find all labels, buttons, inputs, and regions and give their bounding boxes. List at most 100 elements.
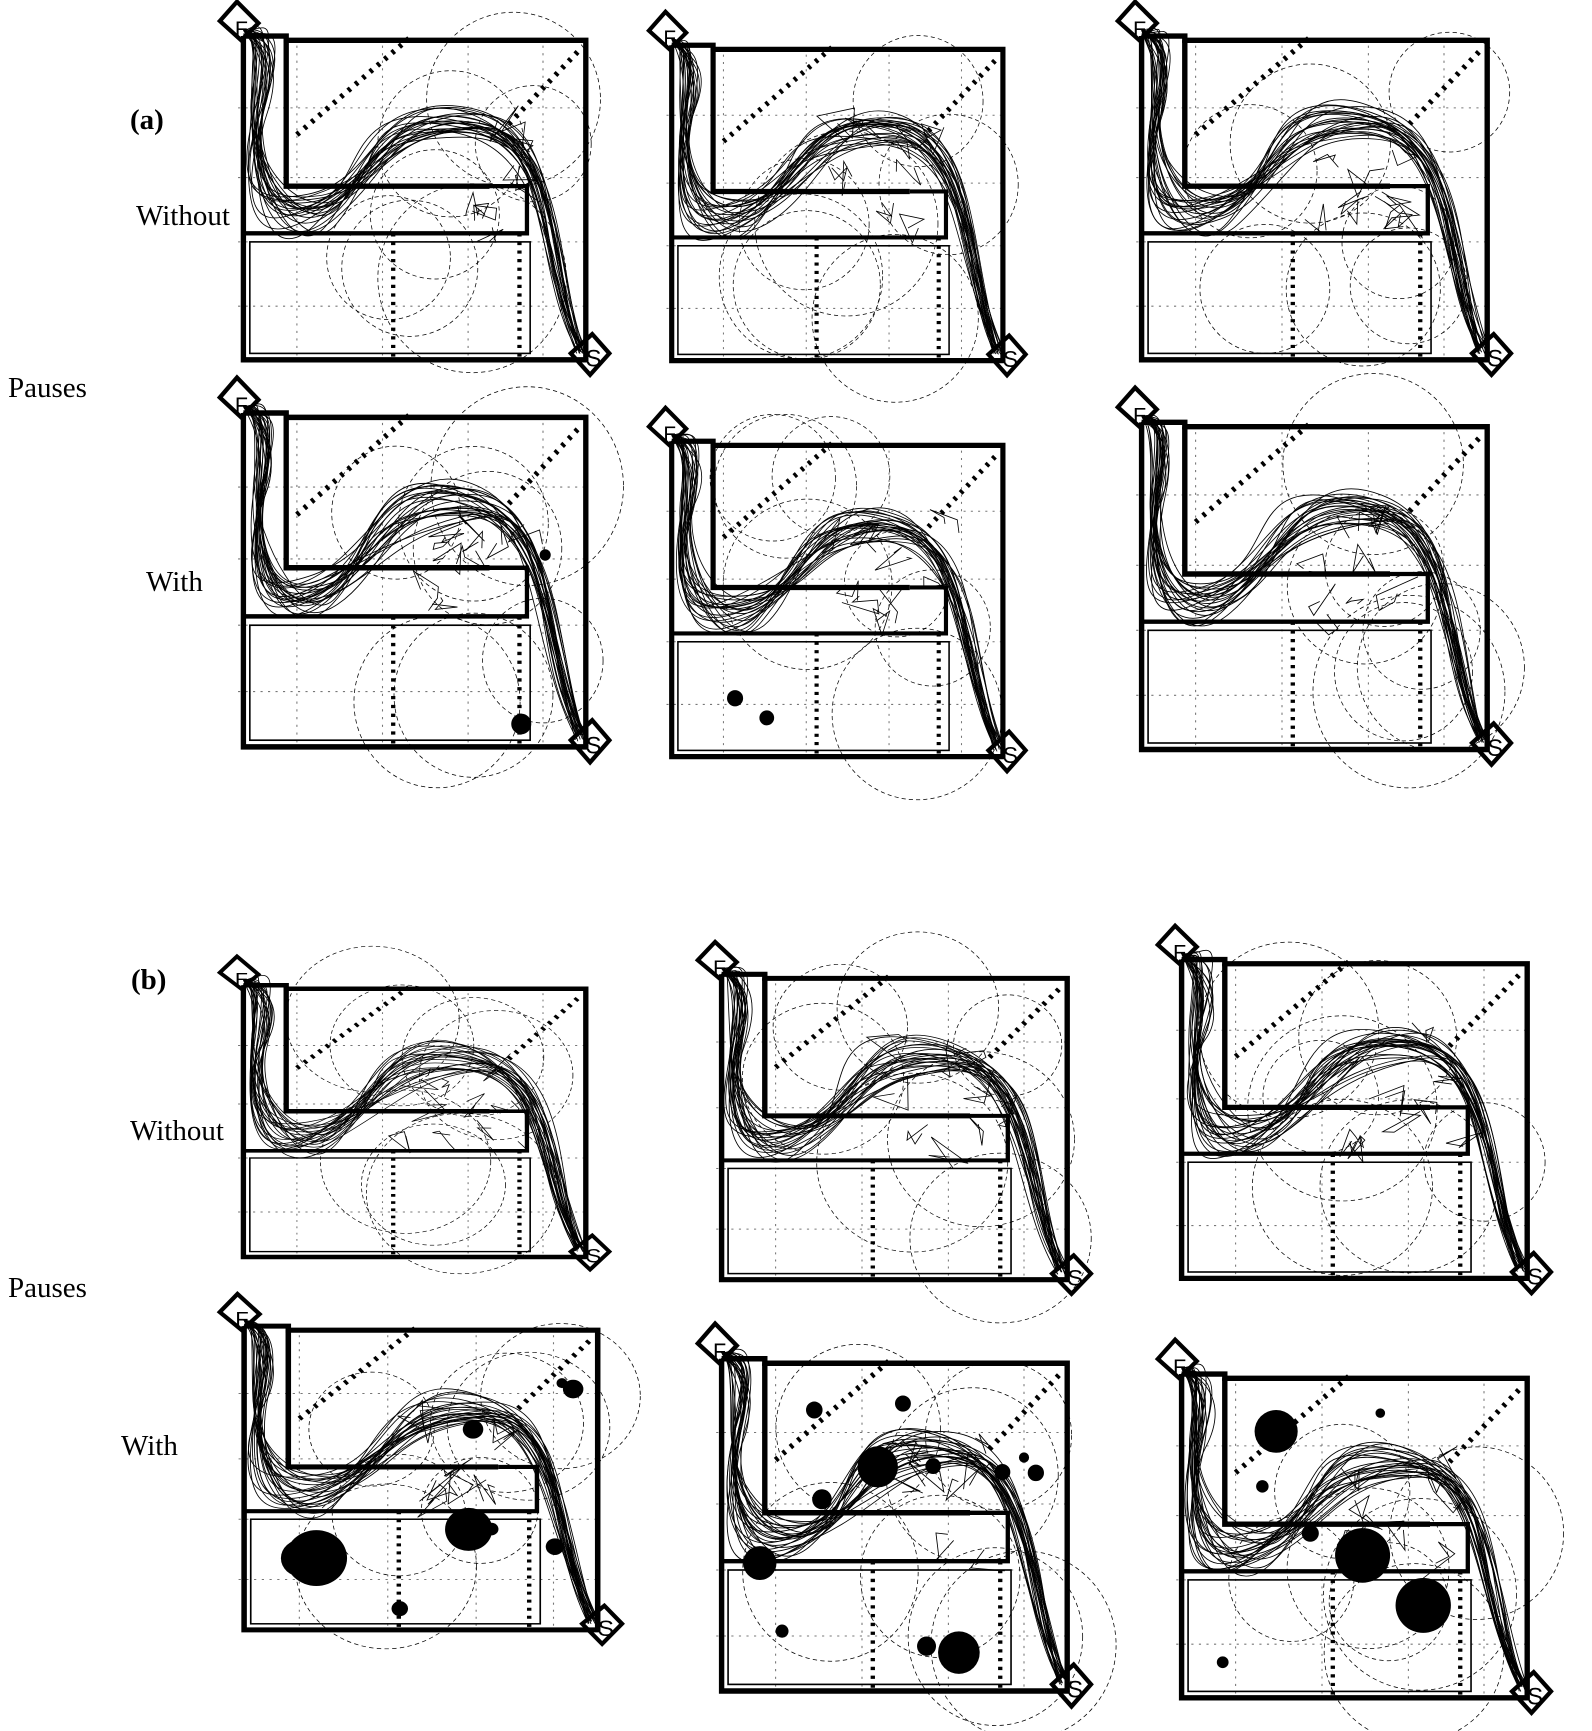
trajectory-scribble xyxy=(1349,1137,1363,1162)
finish-letter: F xyxy=(713,1339,726,1364)
trajectory-scribble xyxy=(1309,584,1336,615)
pause-marker xyxy=(812,1489,832,1509)
row-a-with-label: With xyxy=(146,568,203,597)
trajectory-scribble xyxy=(412,1089,448,1121)
start-letter: S xyxy=(598,1616,614,1641)
pause-marker xyxy=(1256,1480,1269,1492)
trajectory-scribble xyxy=(433,529,461,549)
outer-wall xyxy=(722,1359,1068,1691)
finish-letter: F xyxy=(1173,941,1186,965)
diagonal-dashed-wall xyxy=(928,454,997,527)
diagonal-dashed-wall xyxy=(1409,49,1481,124)
trajectory-scribble xyxy=(1297,554,1326,574)
lower-room-outline xyxy=(1148,630,1431,743)
diagonal-dashed-wall xyxy=(297,415,409,515)
panel-a-with-2: FS xyxy=(651,412,1065,788)
trajectory-scribble xyxy=(935,1533,953,1561)
trajectory-scribble xyxy=(837,581,859,601)
trajectory-scribble xyxy=(946,1469,979,1500)
range-circle xyxy=(354,616,520,788)
pause-marker xyxy=(1376,1408,1386,1418)
finish-letter: F xyxy=(235,393,248,418)
trajectory-scribble xyxy=(1382,192,1420,229)
section-b-label: (b) xyxy=(131,966,166,995)
pause-marker xyxy=(743,1546,776,1580)
pause-marker xyxy=(463,1420,484,1439)
panel-b-without-3: FS xyxy=(1160,930,1592,1310)
pause-marker xyxy=(917,1636,936,1655)
pause-marker xyxy=(759,710,774,725)
pause-marker xyxy=(925,1458,941,1474)
group-a-pauses-label: Pauses xyxy=(8,374,87,403)
pause-marker xyxy=(563,1380,584,1399)
lower-room-outline xyxy=(728,1168,1011,1273)
row-a-without-label: Without xyxy=(136,202,230,231)
pause-markers xyxy=(511,549,550,734)
finish-letter: F xyxy=(1173,1355,1186,1379)
pause-marker xyxy=(1019,1452,1029,1462)
start-letter: S xyxy=(1003,346,1018,372)
range-circles xyxy=(719,35,1018,402)
range-circle xyxy=(327,196,451,320)
trajectory-scribble xyxy=(1313,154,1338,167)
range-circle xyxy=(719,194,882,359)
start-letter: S xyxy=(1003,742,1018,768)
start-letter: S xyxy=(1487,346,1503,372)
range-circle xyxy=(812,234,978,402)
trajectories xyxy=(243,26,585,354)
section-a-label: (a) xyxy=(130,106,164,135)
pause-markers xyxy=(727,690,774,725)
panel-b-with-3: FS xyxy=(1160,1344,1592,1730)
range-circle xyxy=(860,1495,1019,1657)
trajectory-scribble xyxy=(1353,544,1375,572)
panel-a-without-3: FS xyxy=(1120,6,1552,392)
row-b-without-label: Without xyxy=(130,1117,224,1146)
diagonal-dashed-wall xyxy=(518,1338,592,1408)
pause-marker xyxy=(727,690,743,706)
pause-marker xyxy=(994,1464,1010,1480)
trajectories xyxy=(243,404,585,741)
pause-markers xyxy=(1217,1408,1451,1668)
pause-marker xyxy=(392,1601,408,1616)
trajectory-scribble xyxy=(884,140,910,159)
range-circle xyxy=(837,932,999,1083)
trajectory-scribble xyxy=(462,532,482,552)
trajectory-path xyxy=(1142,416,1487,740)
panel-a-with-1: FS xyxy=(222,382,650,780)
start-letter: S xyxy=(1067,1676,1083,1703)
trajectory-scribble xyxy=(1419,1542,1455,1582)
trajectory-scribble xyxy=(929,1137,968,1168)
pause-marker xyxy=(511,714,531,735)
trajectory-scribble xyxy=(1348,169,1384,197)
diagonal-dashed-wall xyxy=(928,58,997,131)
trajectory-scribble xyxy=(1383,1111,1421,1132)
row-b-with-label: With xyxy=(121,1432,178,1461)
lower-room-outline xyxy=(1188,1162,1471,1272)
finish-letter: F xyxy=(235,17,248,41)
diagonal-dashed-wall xyxy=(1196,425,1309,523)
diagonal-dashed-wall xyxy=(297,987,409,1068)
pause-marker xyxy=(895,1395,911,1411)
trajectory-scribble xyxy=(441,1079,449,1097)
range-circle xyxy=(481,1324,641,1469)
pause-marker xyxy=(1217,1656,1229,1668)
diagonal-dashed-wall xyxy=(989,986,1061,1057)
diagonal-dashed-wall xyxy=(1236,962,1349,1057)
pause-marker xyxy=(546,1538,564,1555)
trajectory-path xyxy=(1182,1368,1527,1687)
start-letter: S xyxy=(1527,1264,1543,1290)
trajectory-scribble xyxy=(474,1475,496,1505)
pause-marker xyxy=(1028,1465,1044,1482)
range-circle xyxy=(954,995,1062,1096)
trajectory-path xyxy=(672,435,994,746)
trajectories xyxy=(672,39,1003,355)
diagonal-dashed-wall xyxy=(509,996,581,1059)
inner-room-wall xyxy=(1182,1107,1468,1153)
diagonal-dashed-wall xyxy=(776,976,889,1067)
start-letter: S xyxy=(1527,1684,1543,1710)
trajectory-path xyxy=(243,980,583,1250)
diagonal-dashed-wall xyxy=(509,49,581,124)
range-circle xyxy=(1313,595,1505,788)
trajectory-scribble xyxy=(896,160,920,185)
trajectory-scribble xyxy=(448,1473,486,1504)
